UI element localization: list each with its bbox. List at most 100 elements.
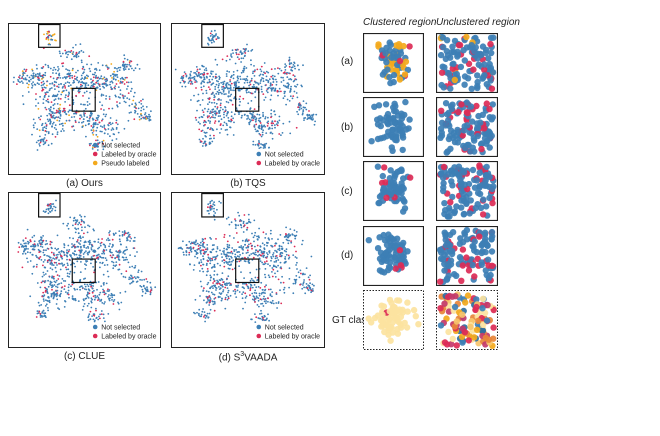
scatter-point (103, 252, 106, 255)
zoom-point (473, 303, 480, 311)
zoom-box-unclustered (71, 87, 96, 112)
scatter-point (30, 83, 33, 85)
scatter-point (74, 231, 77, 234)
scatter-point (238, 89, 241, 92)
scatter-point (64, 77, 67, 80)
scatter-point (47, 279, 49, 282)
legend-marker (256, 151, 262, 157)
scatter-point (103, 302, 105, 305)
scatter-point (232, 259, 235, 262)
scatter-point (201, 267, 204, 270)
scatter-point (252, 256, 255, 259)
scatter-point (138, 116, 141, 118)
scatter-point (101, 126, 104, 128)
scatter-point (105, 64, 107, 67)
scatter-point (142, 290, 144, 293)
scatter-point (148, 116, 151, 118)
scatter-point (82, 253, 85, 255)
scatter-point (203, 71, 205, 74)
scatter-point (181, 79, 184, 81)
scatter-point (133, 118, 136, 121)
scatter-point (227, 251, 230, 254)
scatter-point (123, 230, 126, 232)
scatter-point (231, 268, 234, 271)
scatter-point (247, 117, 250, 119)
scatter-point (291, 97, 294, 100)
scatter-point (56, 286, 59, 289)
scatter-point (87, 315, 90, 317)
scatter-point (196, 68, 199, 71)
scatter-point (258, 140, 260, 142)
zoom-point (476, 162, 483, 169)
scatter-point (237, 284, 239, 287)
scatter-point (229, 58, 231, 61)
scatter-point (244, 52, 247, 54)
scatter-point (58, 50, 61, 53)
scatter-point (53, 103, 56, 105)
scatter-point (235, 53, 238, 56)
zoom-point (467, 197, 474, 204)
scatter-point (129, 65, 132, 67)
scatter-point (270, 301, 273, 304)
scatter-point (88, 122, 90, 125)
scatter-point (127, 85, 129, 88)
scatter-point (92, 266, 94, 268)
scatter-point (258, 227, 260, 230)
scatter-point (245, 91, 248, 94)
scatter-point (21, 266, 24, 269)
scatter-point (253, 65, 255, 67)
scatter-point (107, 295, 109, 298)
scatter-point (94, 294, 97, 297)
scatter-point (209, 308, 212, 311)
scatter-point (257, 254, 259, 257)
scatter-point (219, 102, 222, 105)
scatter-point (219, 115, 222, 117)
scatter-point (232, 290, 235, 292)
legend-label: Labeled by oracle (101, 152, 156, 159)
zoom-point (445, 308, 453, 315)
scatter-point (284, 72, 286, 75)
scatter-point (58, 282, 60, 285)
scatter-point (69, 216, 72, 219)
scatter-point (41, 295, 44, 298)
scatter-point (223, 265, 226, 268)
scatter-point (47, 208, 50, 210)
scatter-point (59, 103, 62, 106)
scatter-point (210, 73, 213, 75)
scatter-point (237, 111, 240, 114)
scatter-point (115, 95, 117, 98)
scatter-point (196, 242, 199, 245)
scatter-point (296, 261, 298, 264)
scatter-point (249, 271, 252, 274)
scatter-point (213, 96, 216, 99)
scatter-point (238, 85, 240, 88)
scatter-point (83, 215, 86, 218)
scatter-point (53, 293, 56, 296)
scatter-point (52, 94, 55, 96)
scatter-point (97, 238, 100, 241)
scatter-point (256, 143, 259, 146)
scatter-point (102, 283, 105, 286)
scatter-point (25, 245, 28, 248)
scatter-point (270, 116, 272, 119)
scatter-point (65, 52, 67, 55)
scatter-point (60, 130, 63, 133)
scatter-point (119, 93, 122, 95)
scatter-point (126, 239, 129, 241)
scatter-point (305, 283, 308, 285)
scatter-point (213, 122, 216, 124)
scatter-point (90, 285, 92, 288)
scatter-point (239, 254, 241, 256)
scatter-point (87, 84, 90, 87)
scatter-point (99, 88, 102, 91)
scatter-point (250, 100, 253, 102)
scatter-point (109, 81, 112, 83)
scatter-point (225, 93, 227, 95)
scatter-point (208, 142, 211, 144)
zoom-point (382, 101, 390, 108)
zoom-point (386, 74, 393, 81)
scatter-point (205, 67, 207, 70)
scatter-point (203, 119, 206, 122)
scatter-point (224, 87, 227, 89)
scatter-point (265, 302, 267, 305)
